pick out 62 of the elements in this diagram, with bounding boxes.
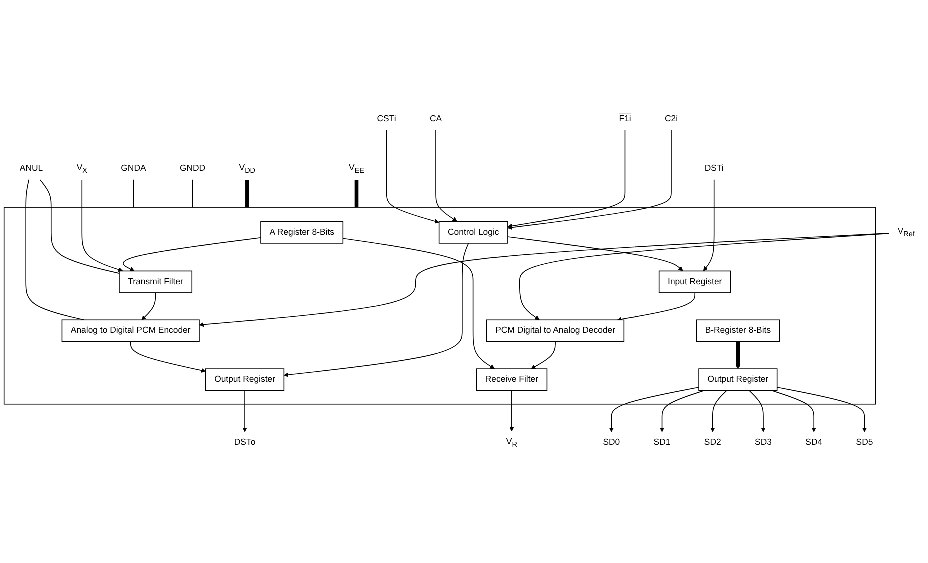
arrow — [508, 236, 684, 272]
arrow — [199, 233, 890, 328]
arrow — [436, 130, 458, 222]
arrow — [142, 292, 156, 320]
arrow — [284, 243, 470, 378]
cluster — [4, 207, 876, 405]
node-box — [205, 368, 285, 392]
arrow — [710, 390, 728, 432]
node-box — [476, 368, 548, 392]
connector — [40, 179, 120, 274]
arrow — [749, 390, 766, 432]
node-text: C2i — [664, 114, 678, 124]
node-text: V$_{R}$ — [506, 438, 518, 449]
node-text: DSTo — [234, 438, 256, 448]
arrow — [386, 130, 440, 224]
arrow — [776, 387, 868, 432]
arrow — [617, 292, 696, 322]
node-text: DSTi — [704, 164, 724, 174]
arrow — [519, 233, 890, 320]
node-text: V$_{EE}$ — [349, 163, 364, 174]
arrow — [703, 179, 715, 272]
node-text: SD0 — [603, 438, 620, 448]
arrow — [609, 387, 700, 432]
arrow — [508, 130, 626, 229]
connector — [354, 180, 359, 208]
node-box — [658, 270, 732, 294]
node-text: SD5 — [856, 438, 874, 448]
node-box — [438, 221, 508, 244]
arrow — [342, 238, 495, 370]
connector — [192, 179, 194, 208]
node-box — [119, 270, 193, 294]
node-box — [696, 320, 780, 342]
node-text: GNDD — [180, 164, 206, 174]
connector — [26, 179, 85, 321]
arrow — [772, 390, 816, 432]
arrow — [123, 237, 262, 272]
connector — [133, 179, 134, 208]
arrow — [531, 341, 556, 370]
node-text: CSTi — [377, 114, 396, 124]
node-box — [698, 368, 778, 392]
arrow — [736, 342, 741, 370]
node-box — [260, 221, 344, 244]
node-text: SD2 — [704, 438, 722, 448]
node-text: CA — [430, 114, 442, 124]
node-box — [62, 320, 200, 342]
arrow — [82, 180, 124, 272]
connector — [246, 180, 250, 208]
node-text: SD4 — [806, 438, 823, 448]
arrow — [510, 390, 514, 432]
node-box — [486, 320, 625, 342]
arrow — [242, 390, 248, 432]
node-text: V$_{Ref}$ — [898, 227, 915, 238]
arrow — [130, 341, 206, 373]
node-text: SD1 — [654, 438, 671, 448]
arrow — [660, 390, 705, 432]
node-text: ANUL — [20, 164, 44, 174]
node-text: V$_{X}$ — [76, 163, 88, 174]
node-text: V$_{DD}$ — [239, 163, 256, 174]
arrow — [508, 130, 672, 230]
node-text: F1i — [619, 114, 632, 124]
node-text: GNDA — [121, 164, 146, 174]
node-text: SD3 — [755, 438, 772, 448]
